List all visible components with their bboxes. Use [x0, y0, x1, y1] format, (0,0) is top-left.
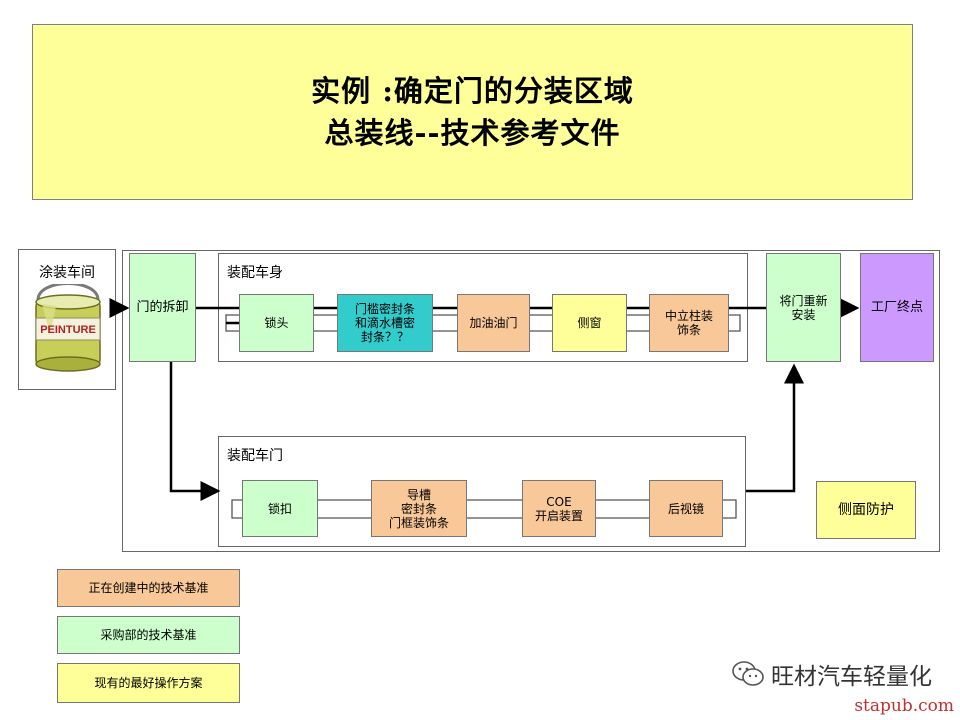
- legend-purchasing: 采购部的技术基准: [57, 616, 240, 654]
- mirror-node: 后视镜: [649, 480, 723, 537]
- paint-can-icon: PEINTURE: [35, 284, 101, 372]
- title-banner: 实例 :确定门的分装区域 总装线--技术参考文件: [32, 24, 913, 200]
- watermark-text: 旺材汽车轻量化: [771, 664, 932, 690]
- legend-in-progress: 正在创建中的技术基准: [57, 569, 240, 607]
- title-line-1: 实例 :确定门的分装区域: [311, 74, 634, 108]
- pillar-trim-node: 中立柱装 饰条: [649, 294, 729, 352]
- door-assembly-label: 装配车门: [227, 448, 283, 464]
- door-removal-node: 门的拆卸: [129, 253, 196, 362]
- paint-can-label: PEINTURE: [40, 324, 96, 336]
- sill-seal-node: 门槛密封条 和滴水槽密 封条？？: [337, 294, 433, 352]
- watermark: 旺材汽车轻量化: [731, 657, 932, 691]
- legend-best-practice: 现有的最好操作方案: [57, 663, 240, 703]
- wechat-icon: [732, 661, 764, 686]
- body-assembly-label: 装配车身: [227, 265, 283, 281]
- coe-opening-node: COE 开启装置: [522, 480, 596, 537]
- lock-node: 锁头: [239, 294, 314, 352]
- side-protection-node: 侧面防护: [816, 481, 916, 539]
- plant-end-node: 工厂终点: [860, 253, 934, 362]
- latch-node: 锁扣: [242, 480, 318, 537]
- paint-shop: 涂装车间 PEINTURE: [18, 249, 116, 390]
- guide-seal-node: 导槽 密封条 门框装饰条: [371, 480, 467, 537]
- side-window-node: 侧窗: [552, 294, 627, 352]
- paint-shop-label: 涂装车间: [39, 265, 95, 281]
- fuel-door-node: 加油油门: [457, 294, 530, 352]
- site-url: stapub.com: [854, 696, 954, 716]
- door-refit-node: 将门重新 安装: [766, 253, 841, 362]
- title-line-2: 总装线--技术参考文件: [324, 116, 621, 150]
